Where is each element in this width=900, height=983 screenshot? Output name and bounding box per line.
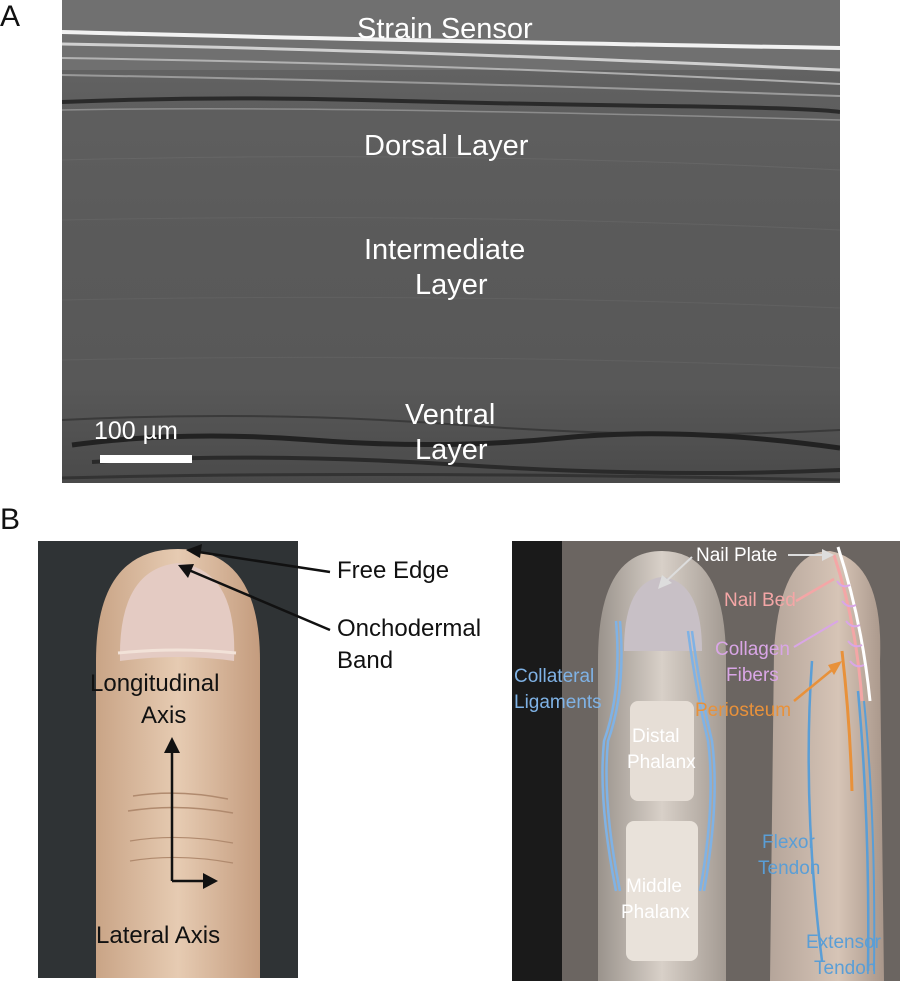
label-lateral-axis: Lateral Axis: [96, 922, 221, 949]
label-intermediate-2: Layer: [415, 269, 488, 301]
label-periosteum: Periosteum: [695, 700, 792, 721]
label-onchodermal-2: Band: [337, 647, 394, 674]
label-ventral-2: Layer: [415, 434, 488, 466]
label-flexor-2: Tendon: [758, 858, 821, 879]
label-longitudinal-1: Longitudinal: [90, 670, 220, 697]
sem-texture: [62, 0, 840, 482]
label-onchodermal-1: Onchodermal: [337, 615, 482, 642]
label-distal-1: Distal: [632, 726, 680, 747]
scale-bar-label: 100 µm: [94, 417, 178, 445]
label-collateral-2: Ligaments: [514, 692, 602, 713]
label-collagen-1: Collagen: [715, 639, 790, 660]
anatomy-photo: Nail Plate Nail Bed Collagen Fibers Peri…: [512, 541, 900, 981]
finger-photo: Longitudinal Axis Lateral Axis: [38, 541, 298, 978]
label-middle-2: Phalanx: [621, 902, 690, 923]
label-nail-plate: Nail Plate: [696, 545, 778, 566]
panel-letter-b: B: [0, 503, 21, 536]
label-nail-bed: Nail Bed: [724, 590, 796, 611]
label-collagen-2: Fibers: [726, 665, 779, 686]
label-strain-sensor: Strain Sensor: [357, 13, 533, 45]
label-extensor-1: Extensor: [806, 932, 881, 953]
label-extensor-2: Tendon: [814, 958, 877, 979]
label-collateral-1: Collateral: [514, 666, 595, 687]
label-distal-2: Phalanx: [627, 752, 696, 773]
anatomy-illustration: [562, 541, 900, 981]
sem-micrograph: Strain Sensor Dorsal Layer Intermediate …: [62, 0, 840, 483]
label-free-edge: Free Edge: [337, 557, 450, 584]
label-intermediate-1: Intermediate: [364, 234, 526, 266]
label-ventral-1: Ventral: [405, 399, 496, 431]
scale-bar: [100, 455, 192, 463]
label-flexor-1: Flexor: [762, 832, 815, 853]
label-dorsal-layer: Dorsal Layer: [364, 130, 529, 162]
label-middle-1: Middle: [626, 876, 682, 897]
pointer-arrows: [178, 544, 331, 632]
label-longitudinal-2: Axis: [141, 702, 187, 729]
finger-illustration: [96, 549, 260, 978]
panel-letter-a: A: [0, 0, 21, 33]
